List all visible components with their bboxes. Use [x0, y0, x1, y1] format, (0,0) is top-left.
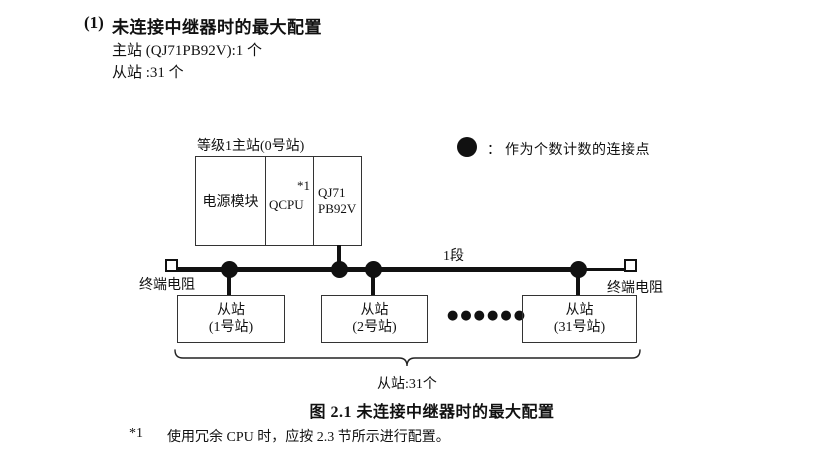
terminating-resistor-right-label: 终端电阻 — [607, 281, 663, 296]
footnote-text: 使用冗余 CPU 时，应按 2.3 节所示进行配置。 — [167, 430, 450, 445]
qj71pb92v-cell: QJ71 PB92V — [314, 157, 361, 245]
figure-caption: 图 2.1 未连接中继器时的最大配置 — [309, 404, 555, 421]
slave-station-box-1: 从站 (1号站) — [177, 295, 285, 343]
qcpu-footnote-ref: *1 — [297, 178, 310, 193]
terminating-resistor-right-icon — [624, 259, 637, 272]
segment-label: 1段 — [443, 249, 464, 264]
legend-connection-point-dot-icon — [457, 137, 477, 157]
legend-colon: ： — [487, 143, 501, 158]
spec-master-line: 主站 (QJ71PB92V):1 个 — [112, 43, 263, 59]
ellipsis-dots: ●●●●●● — [447, 308, 528, 323]
slave-count-label: 从站:31个 — [377, 377, 437, 392]
qcpu-label: QCPU — [269, 197, 304, 212]
slave-drop-line — [576, 271, 580, 296]
connection-point-dot — [365, 261, 382, 278]
spec-slave-line: 从站 :31 个 — [112, 65, 184, 81]
connection-point-dot — [570, 261, 587, 278]
slave-box-label: 从站 — [565, 302, 594, 318]
connection-point-dot — [331, 261, 348, 278]
terminating-resistor-left-label: 终端电阻 — [139, 278, 195, 293]
slave-drop-line — [227, 271, 231, 296]
slave-box-station-no: (31号站) — [553, 320, 606, 335]
legend-text: 作为个数计数的连接点 — [505, 143, 650, 158]
qj71pb92v-line1: QJ71 — [318, 184, 346, 200]
heading-title: 未连接中继器时的最大配置 — [112, 18, 322, 37]
master-drop-line — [337, 245, 341, 269]
connection-point-dot — [221, 261, 238, 278]
footnote-marker: *1 — [129, 426, 143, 441]
slave-box-station-no: (2号站) — [352, 320, 397, 335]
bus-line-thin-segment — [578, 268, 630, 271]
slave-drop-line — [371, 271, 375, 296]
slave-box-label: 从站 — [217, 302, 245, 318]
qj71pb92v-line2: PB92V — [318, 201, 357, 216]
terminating-resistor-left-icon — [165, 259, 178, 272]
heading-index: (1) — [84, 13, 104, 32]
qcpu-cell: *1 QCPU — [266, 157, 314, 245]
master-station-box: 电源模块 *1 QCPU QJ71 PB92V — [195, 156, 362, 246]
slave-station-box-31: 从站 (31号站) — [522, 295, 637, 343]
master-station-label: 等级1主站(0号站) — [197, 139, 305, 154]
slave-count-brace — [174, 349, 641, 367]
slave-box-label: 从站 — [360, 302, 389, 318]
slave-station-box-2: 从站 (2号站) — [321, 295, 428, 343]
power-module-cell: 电源模块 — [196, 157, 266, 245]
slave-box-station-no: (1号站) — [208, 320, 254, 335]
